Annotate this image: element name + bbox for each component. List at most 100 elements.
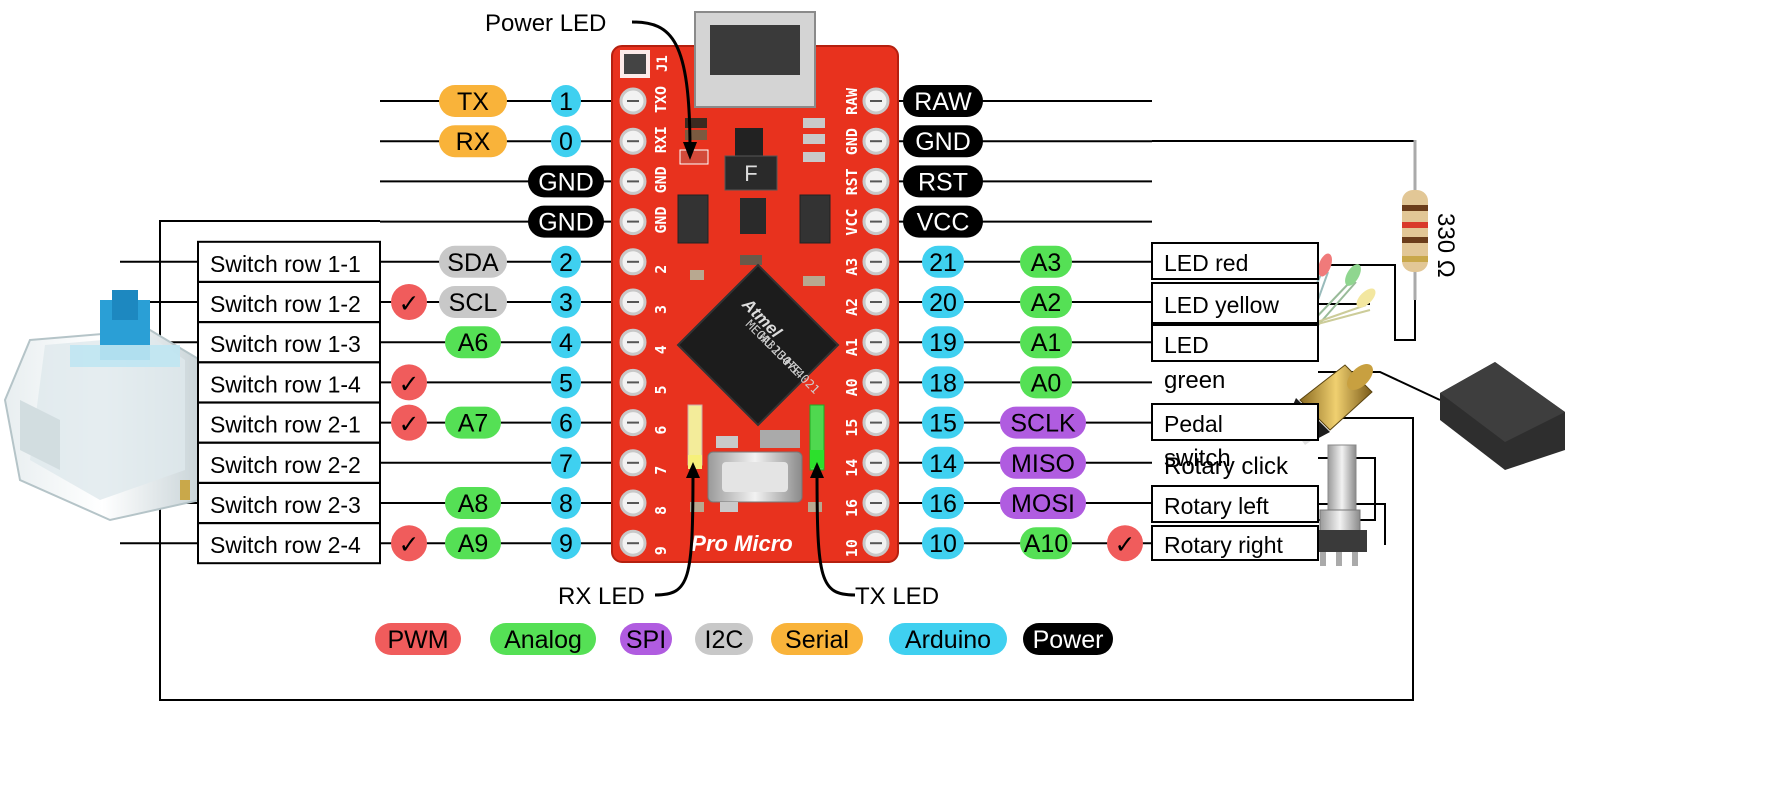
arduino-pin-20: 20 <box>922 286 964 318</box>
arduino-pin-8-text: 8 <box>559 490 573 518</box>
arduino-pin-7-text: 7 <box>559 450 573 478</box>
legend-serial-bg <box>771 623 863 655</box>
connection-box: Switch row 1-1 <box>197 240 381 283</box>
arduino-pin-8: 8 <box>551 487 581 519</box>
i2c-pin-scl: SCL <box>439 286 507 318</box>
rotary-encoder-image <box>1305 444 1367 566</box>
arduino-pin-21: 21 <box>922 245 964 278</box>
arduino-pin-20-text: 20 <box>929 289 957 317</box>
legend-serial-text: Serial <box>785 626 849 654</box>
arduino-pin-6: 6 <box>551 406 581 439</box>
arduino-pin-9: 9 <box>551 527 581 560</box>
right-silk-label: 10 <box>843 539 861 557</box>
arduino-pin-4: 4 <box>551 326 581 359</box>
right-silk-label: 16 <box>843 499 861 517</box>
arduino-pin-7: 7 <box>551 446 581 479</box>
wire <box>159 220 1414 701</box>
legend-power: Power <box>1023 623 1113 655</box>
arduino-pin-4-bg <box>551 326 581 359</box>
power-pin-raw-bg <box>903 85 983 117</box>
left-silk-label: 4 <box>652 345 670 354</box>
pwm-mark-text: ✓ <box>399 531 420 559</box>
power-led <box>679 149 709 165</box>
left-silk-label: 6 <box>652 426 670 435</box>
pwm-mark: ✓ <box>1107 525 1143 562</box>
legend-analog-text: Analog <box>504 626 582 654</box>
analog-pin-a0: A0 <box>1020 366 1072 399</box>
power-pin-raw: RAW <box>903 85 983 117</box>
power-pin-raw-text: RAW <box>914 88 972 116</box>
power-pin-rst: RST <box>903 165 983 198</box>
rotary-right-box-text: Rotary right <box>1164 532 1283 558</box>
arduino-pin-14-text: 14 <box>929 450 957 478</box>
analog-pin-a8: A8 <box>445 487 501 519</box>
power-pin-gnd-bg <box>528 205 604 238</box>
board-name: Pro Micro <box>691 531 792 556</box>
arduino-pin-15: 15 <box>922 406 964 439</box>
led-green-label-cont: green <box>1164 367 1225 394</box>
power-pin-rst-bg <box>903 165 983 198</box>
serial-pin-rx-bg <box>439 125 507 158</box>
right-silk-label: RAW <box>843 87 861 115</box>
arduino-pin-1: 1 <box>551 85 581 117</box>
led-red-box-text: LED red <box>1164 250 1248 276</box>
power-pin-gnd-bg <box>528 165 604 198</box>
tx-led-label: TX LED <box>855 583 939 610</box>
analog-pin-a3-text: A3 <box>1031 249 1062 277</box>
key-switch-image <box>3 290 201 522</box>
spi-pin-mosi: MOSI <box>1000 487 1086 519</box>
power-pin-gnd-bg <box>903 125 983 158</box>
spi-pin-sclk-text: SCLK <box>1010 410 1076 438</box>
arduino-pin-3: 3 <box>551 286 581 318</box>
analog-pin-a6-text: A6 <box>458 329 489 357</box>
led-green-box-text: LED <box>1164 332 1209 358</box>
resistor-image <box>1402 140 1428 300</box>
arduino-pin-1-text: 1 <box>559 88 573 116</box>
analog-pin-a7: A7 <box>445 406 501 439</box>
power-pin-gnd: GND <box>528 165 604 198</box>
microcontroller-chip <box>676 263 840 427</box>
arduino-pin-10-text: 10 <box>929 530 957 558</box>
power-pin-rst-text: RST <box>918 168 968 196</box>
connection-box-text: Switch row 2-1 <box>210 412 361 438</box>
power-pin-vcc-text: VCC <box>917 209 970 237</box>
right-silk-label: A1 <box>843 338 861 356</box>
legend-pwm-bg <box>375 623 461 655</box>
regulator-label: F <box>744 161 757 186</box>
legend-spi-bg <box>620 623 672 655</box>
connection-box-text: Switch row 2-2 <box>210 452 361 478</box>
analog-pin-a6: A6 <box>445 326 501 359</box>
left-silk-label: GND <box>652 207 670 234</box>
arduino-pin-0-text: 0 <box>559 128 573 156</box>
right-silk-label: RST <box>843 168 861 195</box>
arduino-pin-15-bg <box>922 406 964 439</box>
led-yellow-box-text: LED yellow <box>1164 292 1279 318</box>
left-silk-label: 9 <box>652 546 670 555</box>
left-silk-label: GND <box>652 166 670 193</box>
left-silk-label: 5 <box>652 385 670 394</box>
legend-i2c: I2C <box>695 623 753 655</box>
pedal-box: Pedal <box>1151 403 1319 441</box>
connection-box-text: Switch row 1-2 <box>210 291 361 317</box>
legend-arduino-text: Arduino <box>905 626 991 654</box>
arduino-pin-2-bg <box>551 245 581 278</box>
power-pin-gnd-text: GND <box>538 168 594 196</box>
connection-box: Switch row 1-2 <box>197 281 381 323</box>
legend-arduino: Arduino <box>889 623 1007 655</box>
arduino-pin-9-bg <box>551 527 581 560</box>
serial-pin-rx-text: RX <box>456 128 491 156</box>
usb-port <box>710 25 800 75</box>
legend-analog-bg <box>490 623 596 655</box>
right-silk-label: 14 <box>843 459 861 477</box>
serial-pin-tx-text: TX <box>457 88 489 116</box>
rotary-right-box: Rotary right <box>1151 525 1319 561</box>
serial-pin-rx: RX <box>439 125 507 158</box>
spi-pin-sclk: SCLK <box>1000 406 1086 439</box>
arduino-pin-18-text: 18 <box>929 369 957 397</box>
led-callouts <box>631 20 856 597</box>
legend-spi-text: SPI <box>626 626 666 654</box>
analog-pin-a7-bg <box>445 406 501 439</box>
led-red-box: LED red <box>1151 242 1319 280</box>
